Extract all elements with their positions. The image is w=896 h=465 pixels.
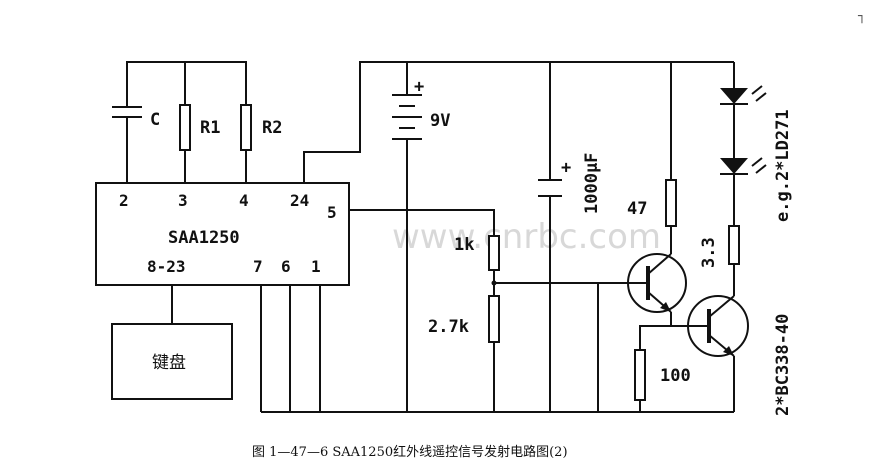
transistors-label: 2*BC338-40 xyxy=(773,314,793,416)
ic-pin-6: 6 xyxy=(281,257,291,276)
capacitor-plus: + xyxy=(561,158,571,178)
battery-9v: + 9V xyxy=(392,77,450,145)
ic-pin-1: 1 xyxy=(311,257,321,276)
transistor-q2 xyxy=(687,295,749,357)
resistor-r2-label: R2 xyxy=(262,118,282,138)
ic-body xyxy=(95,182,350,286)
capacitor-value: 1000µF xyxy=(582,153,602,214)
junction-dot xyxy=(491,280,497,286)
rc-network: C R1 R2 xyxy=(112,61,282,183)
ic-pin-3: 3 xyxy=(178,191,188,210)
resistor-r1-label: R1 xyxy=(200,118,220,138)
ground-pins xyxy=(260,285,321,412)
resistor-3-3-label: 3.3 xyxy=(699,237,719,268)
resistor-47-label: 47 xyxy=(627,199,647,219)
keyboard-block: 键盘 xyxy=(111,285,233,400)
resistor-r1 xyxy=(179,104,191,151)
resistor-2k7 xyxy=(488,295,500,343)
keyboard-label: 键盘 xyxy=(152,353,186,373)
keyboard-box xyxy=(111,323,233,400)
resistor-3-3 xyxy=(728,225,740,265)
ic-pin-4: 4 xyxy=(239,191,249,210)
capacitor-c-label: C xyxy=(150,110,160,130)
ic-pins-8-23: 8-23 xyxy=(147,257,186,276)
ic-pin-2: 2 xyxy=(119,191,129,210)
figure-caption: 图 1—47—6 SAA1250红外线遥控信号发射电路图(2) xyxy=(252,444,568,460)
ic-saa1250: 2 3 4 24 5 SAA1250 8-23 7 6 1 xyxy=(95,182,350,286)
battery-plus: + xyxy=(414,77,424,97)
ic-pin-5: 5 xyxy=(327,203,337,222)
leds-label: e.g.2*LD271 xyxy=(773,109,793,222)
led-2 xyxy=(720,157,767,175)
corner-mark: ┐ xyxy=(857,9,866,24)
resistor-r2 xyxy=(240,104,252,151)
capacitor-1000uf: + 1000µF xyxy=(538,153,602,214)
led-1 xyxy=(720,85,767,105)
resistor-100-label: 100 xyxy=(660,366,691,386)
watermark: www.cnrbc.com xyxy=(392,217,661,257)
ic-pin-24: 24 xyxy=(290,191,309,210)
ic-pin-7: 7 xyxy=(253,257,263,276)
resistor-100 xyxy=(634,349,646,401)
resistor-2k7-label: 2.7k xyxy=(428,317,469,337)
resistor-1k-label: 1k xyxy=(454,235,474,255)
ic-name: SAA1250 xyxy=(168,228,240,248)
transistor-q1 xyxy=(627,253,687,313)
resistor-1k xyxy=(488,235,500,271)
resistor-47 xyxy=(665,179,677,227)
battery-label: 9V xyxy=(430,111,450,131)
supply-wiring xyxy=(261,61,735,413)
